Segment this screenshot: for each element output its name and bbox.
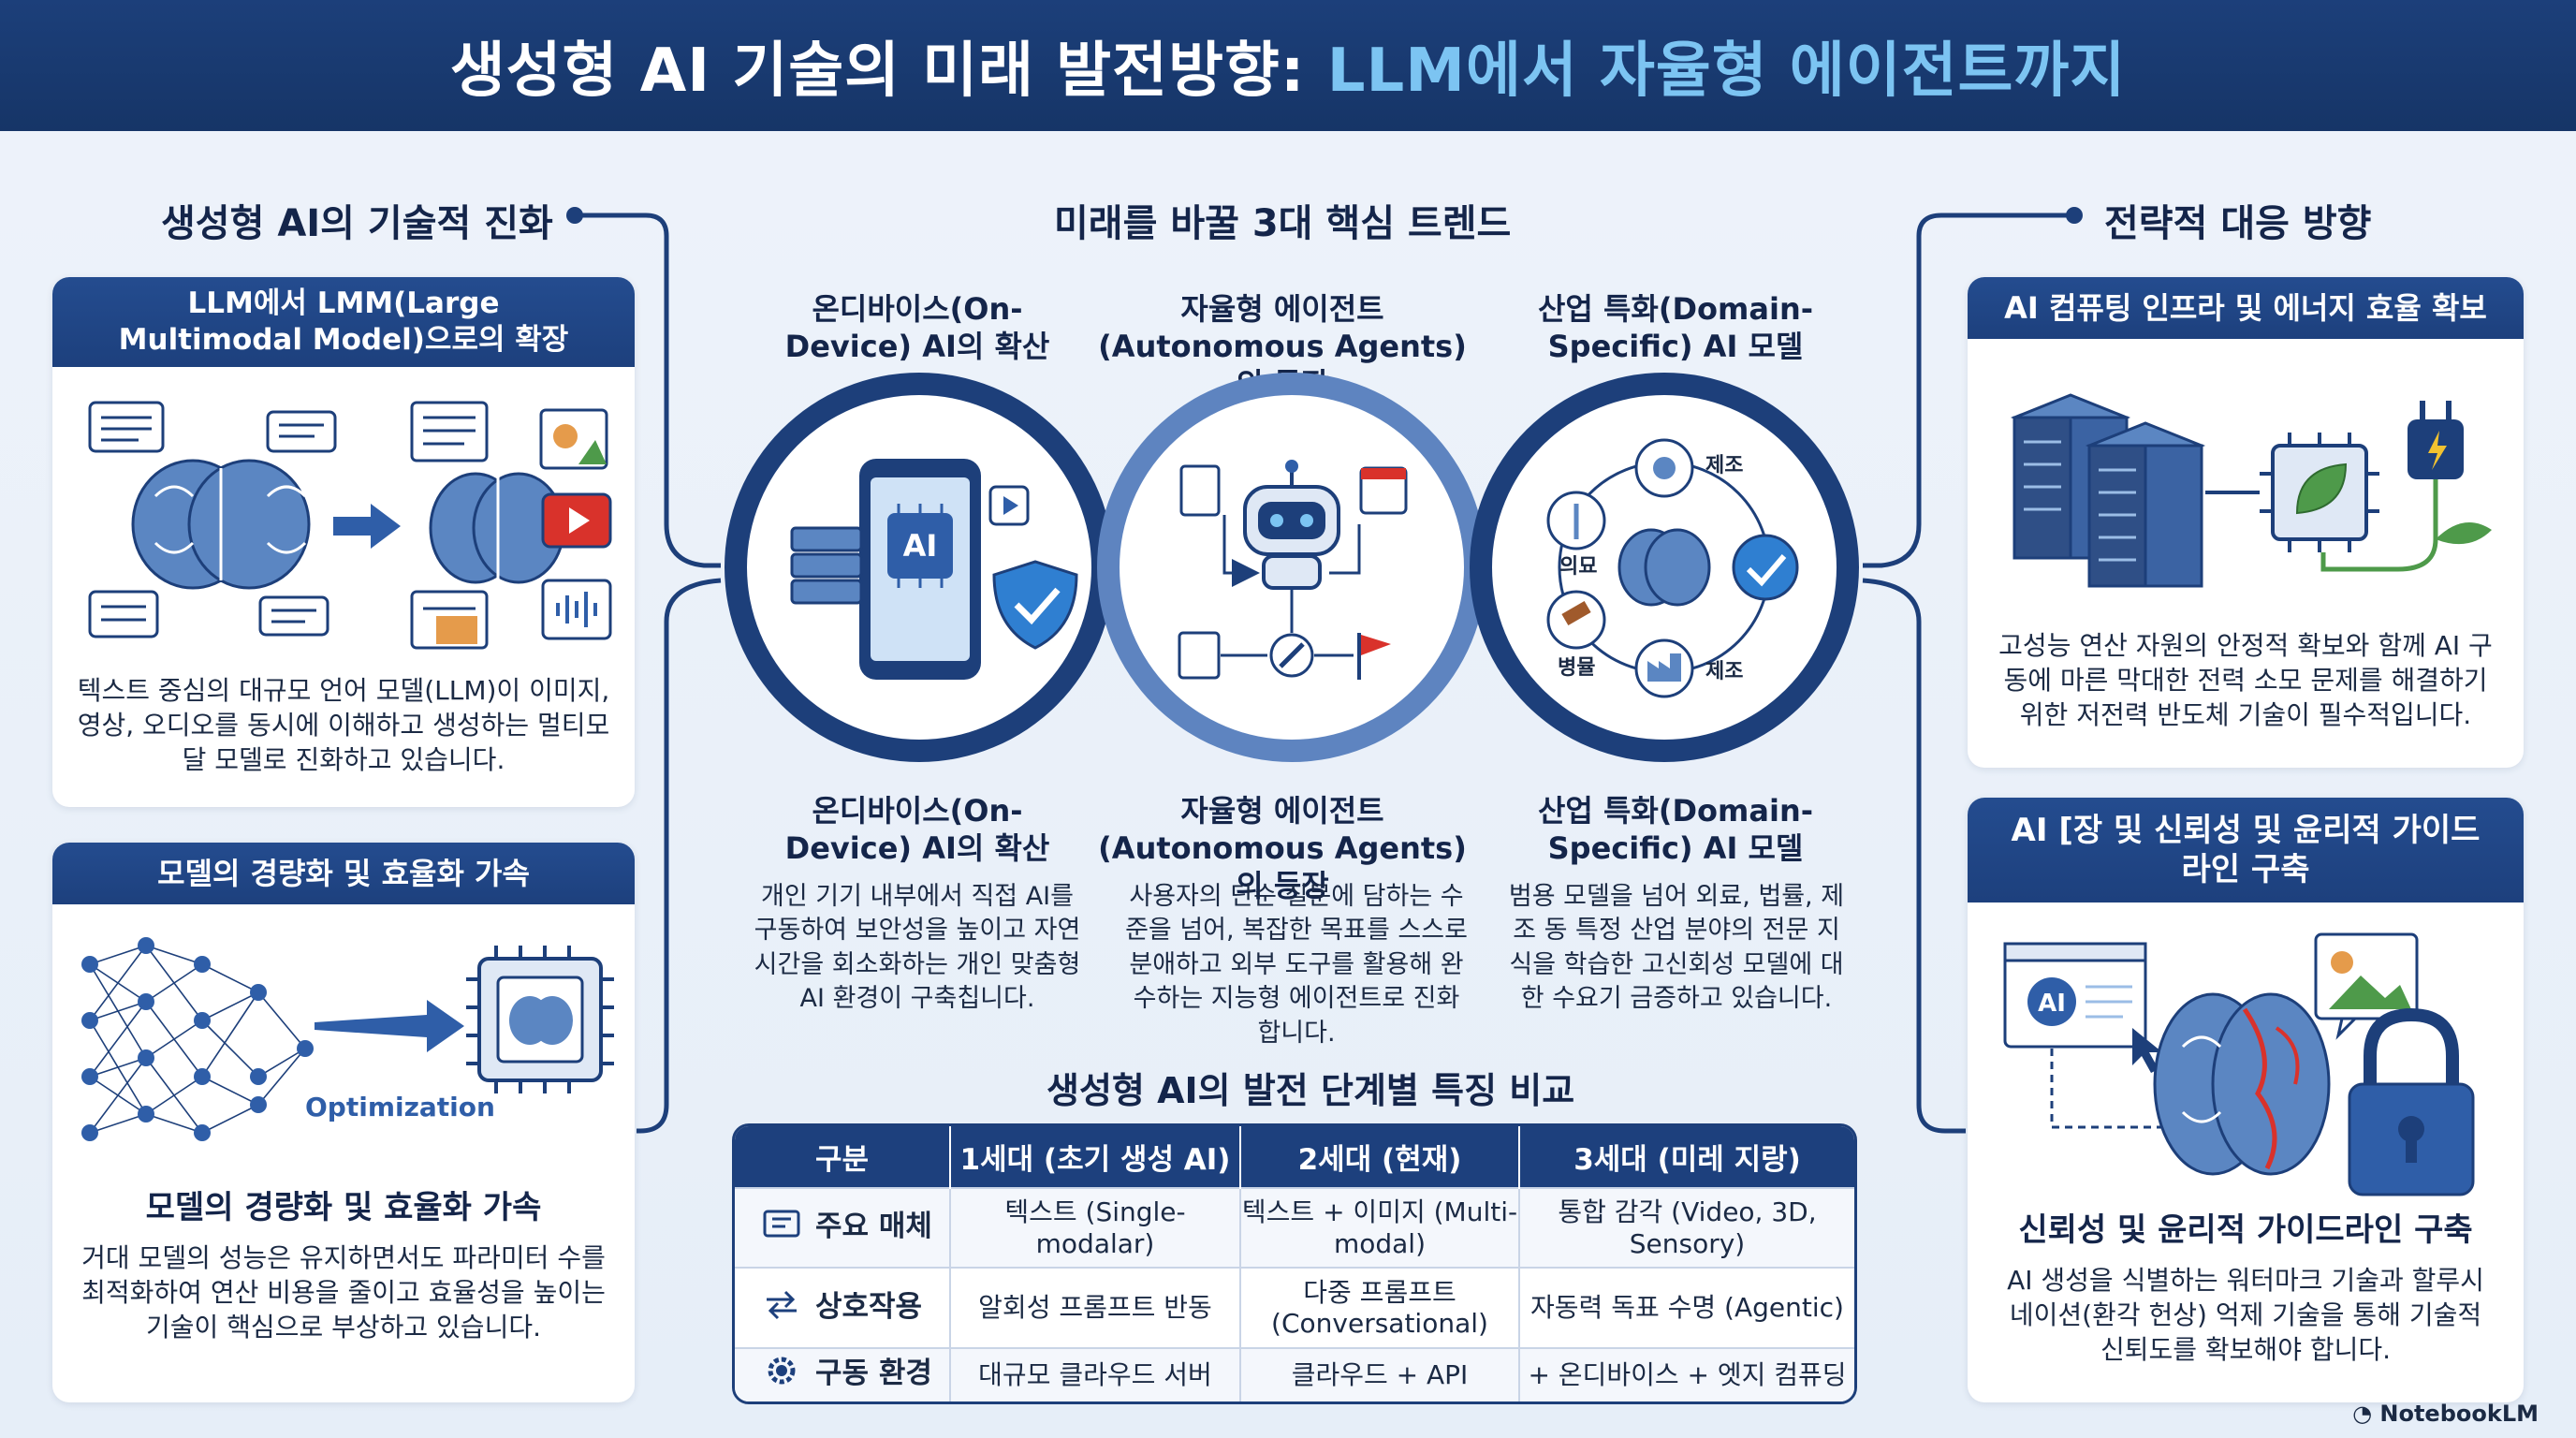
trend-1-title: 온디바이스(On-Device) AI의 확산 xyxy=(784,793,1050,866)
browser-window-icon: AI xyxy=(2003,942,2162,1073)
plug-icon xyxy=(2320,401,2492,572)
interaction-icon xyxy=(763,1288,800,1328)
table-header-cell: 3세대 (미레 지랑) xyxy=(1519,1126,1854,1188)
shield-check-icon xyxy=(992,560,1078,650)
table-cell: 통합 감각 (Video, 3D, Sensory) xyxy=(1519,1186,1854,1269)
brain-icon-2 xyxy=(429,472,565,584)
right-heading: 전략적 대응 방향 xyxy=(2104,202,2372,245)
table-cell: 대규모 클라우드 서버 xyxy=(950,1346,1241,1401)
trend-1-title-top: 온디바이스(On-Device) AI의 확산 xyxy=(784,291,1050,364)
table-row: 구동 환경 대규모 클라우드 서버 클라우드 + API + 온디바이스 + 엣… xyxy=(735,1346,1854,1401)
gear-icon xyxy=(763,1354,800,1396)
card-guidelines-header: AI [장 및 신뢰성 및 윤리적 가이드라인 구축 xyxy=(1968,798,2524,902)
card-multimodal: LLM에서 LMM(Large Multimodal Model)으로의 확장 xyxy=(52,277,635,807)
card-lightweight-text: 거대 모델의 성능은 유지하면서도 파라미터 수를 최적화하여 연산 비용을 줄… xyxy=(81,1242,606,1343)
table-row-label: 상호작용 xyxy=(735,1267,951,1348)
brain-icon-large xyxy=(2153,992,2331,1176)
card-guidelines-subtitle: 신뢰성 및 윤리적 가이드라인 구축 xyxy=(2018,1211,2473,1249)
notebooklm-watermark: ◔ NotebookLM xyxy=(2352,1401,2539,1427)
card-lightweight-subtitle: 모델의 경량화 및 효율화 가속 xyxy=(145,1189,542,1226)
table-cell: 다중 프롬프트 (Conversational) xyxy=(1240,1267,1520,1348)
card-guidelines-text: AI 생성을 식별하는 워터마크 기술과 할루시네이션(환각 헌상) 억제 기술… xyxy=(2007,1265,2484,1365)
table-title: 생성형 AI의 발전 단계별 특징 비교 xyxy=(1046,1070,1575,1111)
domain-label-top: 제조 xyxy=(1705,454,1743,477)
trend-3-desc: 범용 모델을 넘어 외료, 법률, 제조 동 특정 산업 분야의 전문 지식을 … xyxy=(1508,882,1845,1014)
domain-label-left-bottom: 병뮬 xyxy=(1558,656,1595,680)
robot-icon xyxy=(1243,460,1340,590)
page-title-main: 생성형 AI 기술의 미래 발전방향: xyxy=(449,37,1306,106)
neural-network-icon xyxy=(89,945,306,1134)
smartphone-icon: AI xyxy=(859,459,981,680)
brain-icon-center xyxy=(1617,528,1711,607)
optimization-illustration: Optimization xyxy=(81,937,614,1141)
domain-label-bottom: 제조 xyxy=(1705,660,1743,683)
table-cell: + 온디바이스 + 엣지 컴퓨딩 xyxy=(1519,1346,1854,1401)
table-row: 주요 매체 텍스트 (Single-modalar) 텍스트 + 이미지 (Mu… xyxy=(735,1186,1854,1269)
media-icon xyxy=(763,1208,800,1248)
arrow-right-icon xyxy=(333,504,401,549)
table-row: 상호작용 알회성 프롬프트 반동 다중 프롬프트 (Conversational… xyxy=(735,1267,1854,1348)
trend-2-desc: 사용자의 단순 질문에 담하는 수준을 넘어, 복잡한 목표를 스스로 분애하고… xyxy=(1125,882,1468,1048)
calendar-icon xyxy=(1359,466,1408,515)
pencil-doc-icon xyxy=(1178,631,1221,680)
table-cell: 자동력 독표 수명 (Agentic) xyxy=(1519,1267,1854,1348)
domain-label-left-top: 의묘 xyxy=(1559,555,1597,579)
server-stack-icon xyxy=(790,526,863,605)
lock-icon xyxy=(2348,1007,2475,1196)
table-row-label: 주요 매체 xyxy=(735,1186,951,1269)
table-cell: 텍스트 + 이미지 (Multi-modal) xyxy=(1240,1186,1520,1269)
table-header-cell: 2세대 (현재) xyxy=(1240,1126,1520,1188)
optimization-label: Optimization xyxy=(305,1092,495,1123)
cursor-icon xyxy=(2132,1028,2162,1073)
trend-3-title: 산업 특화(Domain-Specific) AI 모델 xyxy=(1537,793,1814,866)
trend-2-title: 자율형 에이전트(Autonomous Agents)의 등장 xyxy=(1098,793,1467,903)
center-heading: 미래를 바꿀 3대 핵심 트렌드 xyxy=(1054,202,1512,245)
check-circle-icon xyxy=(1732,534,1799,601)
server-rack-icon xyxy=(2010,393,2206,588)
card-infrastructure-header: AI 컴퓨팅 인프라 및 에너지 효율 확보 xyxy=(1968,277,2524,339)
image-bubble-icon xyxy=(2314,932,2419,1040)
left-heading: 생성형 AI의 기술적 진화 xyxy=(161,202,553,245)
comparison-table: 구분 1세대 (초기 생성 AI) 2세대 (현재) 3세대 (미레 지랑) 주… xyxy=(732,1123,1857,1404)
trend-circles: AI xyxy=(724,373,1859,762)
table-cell: 클라우드 + API xyxy=(1240,1346,1520,1401)
document-icon xyxy=(1179,464,1221,517)
card-infrastructure: AI 컴퓨팅 인프라 및 에너지 효율 확보 xyxy=(1968,277,2524,768)
card-lightweight: 모델의 경량화 및 효율화 가속 Optimization xyxy=(52,843,635,1402)
brain-icon xyxy=(131,459,311,590)
leaf-chip-icon xyxy=(2260,433,2379,552)
trend-1-desc: 개인 기기 내부에서 직접 AI를 구동하여 보안성을 높이고 자연 시간을 회… xyxy=(754,882,1081,1014)
table-cell: 텍스트 (Single-modalar) xyxy=(950,1186,1241,1269)
table-header-cell: 구분 xyxy=(735,1126,951,1188)
guidelines-illustration: AI xyxy=(2003,932,2475,1196)
trend-3-title-top: 산업 특화(Domain-Specific) AI 모델 xyxy=(1537,291,1814,364)
card-lightweight-header: 모델의 경량화 및 효율화 가속 xyxy=(52,843,635,904)
card-multimodal-header: LLM에서 LMM(Large Multimodal Model)으로의 확장 xyxy=(52,277,635,367)
table-cell: 알회성 프롬프트 반동 xyxy=(950,1267,1241,1348)
notebooklm-logo-icon: ◔ xyxy=(2352,1401,2373,1427)
chip-icon xyxy=(466,946,614,1093)
arrow-right-icon xyxy=(315,1000,464,1052)
card-infrastructure-text: 고성능 연산 자원의 안정적 확보와 함께 AI 구동에 마른 막대한 전력 소… xyxy=(1998,630,2493,730)
table-header-cell: 1세대 (초기 생성 AI) xyxy=(950,1126,1241,1188)
table-row-label: 구동 환경 xyxy=(735,1346,951,1401)
infrastructure-illustration xyxy=(2010,393,2492,588)
screen-ai-label: AI xyxy=(2038,990,2066,1018)
page-title-accent: LLM에서 자율형 에이전트까지 xyxy=(1326,37,2127,106)
device-chip-label: AI xyxy=(903,528,938,564)
flag-icon xyxy=(1357,633,1391,680)
card-multimodal-text: 텍스트 중심의 대규모 언어 모델(LLM)이 이미지, 영상, 오디오를 동시… xyxy=(77,675,610,775)
page-title: 생성형 AI 기술의 미래 발전방향: LLM에서 자율형 에이전트까지 xyxy=(450,22,2126,109)
card-guidelines: AI [장 및 신뢰성 및 윤리적 가이드라인 구축 AI xyxy=(1968,798,2524,1402)
title-bar: 생성형 AI 기술의 미래 발전방향: LLM에서 자율형 에이전트까지 xyxy=(0,0,2576,131)
table-header-row: 구분 1세대 (초기 생성 AI) 2세대 (현재) 3세대 (미레 지랑) xyxy=(735,1126,1854,1188)
multimodal-illustration xyxy=(88,401,612,650)
